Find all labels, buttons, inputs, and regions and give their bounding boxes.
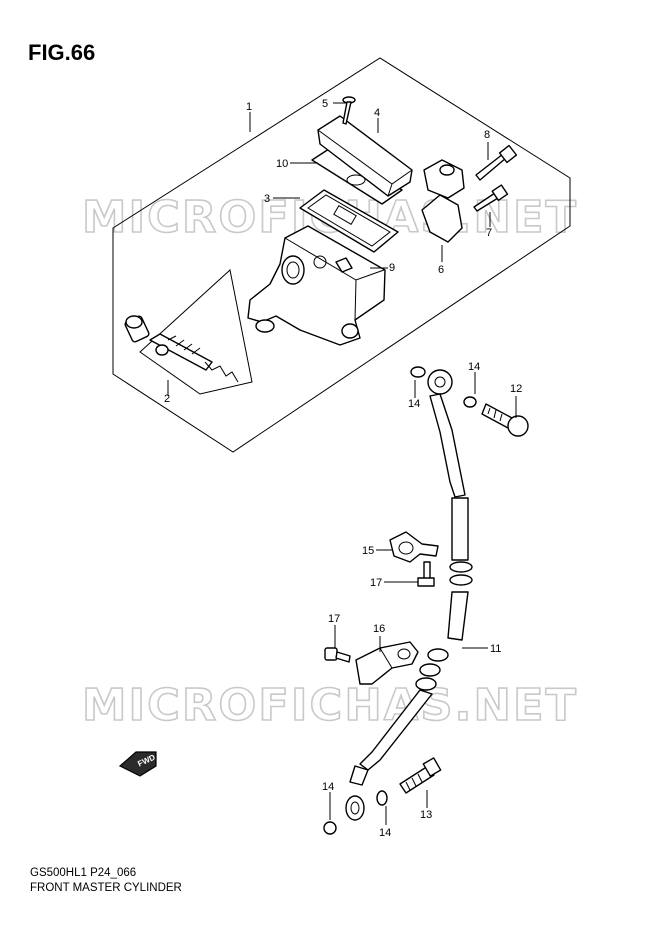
master-cylinder-body xyxy=(247,225,386,346)
reservoir-cap-part-4 xyxy=(317,115,413,197)
bolt-part-13 xyxy=(399,757,442,794)
screw-part-9 xyxy=(335,257,353,273)
callout-14-d: 14 xyxy=(379,827,391,839)
callout-17-a: 17 xyxy=(370,577,382,589)
callout-7: 7 xyxy=(486,227,492,239)
washer-part-14-b xyxy=(323,821,337,835)
fwd-direction-badge: FWD xyxy=(118,751,157,777)
diaphragm-plate-part-3 xyxy=(299,189,399,253)
callout-10: 10 xyxy=(276,158,288,170)
callout-15: 15 xyxy=(362,545,374,557)
callout-12: 12 xyxy=(510,383,522,395)
watermark-bottom: MICROFICHAS.NET xyxy=(82,680,578,731)
callout-9: 9 xyxy=(389,262,395,274)
callout-1: 1 xyxy=(246,101,252,113)
callout-labels: 1 2 3 4 5 6 7 8 9 10 11 12 13 14 14 14 1… xyxy=(164,98,522,839)
screw-part-5 xyxy=(342,96,356,125)
callout-6: 6 xyxy=(438,264,444,276)
bolt-part-17-b xyxy=(324,647,351,663)
leader-lines xyxy=(167,102,517,825)
callout-17-b: 17 xyxy=(328,613,340,625)
callout-5: 5 xyxy=(322,98,328,110)
assembly-outline xyxy=(112,57,571,453)
figure-name: FRONT MASTER CYLINDER xyxy=(30,882,182,894)
bolt-part-12 xyxy=(481,403,529,437)
callout-14-a: 14 xyxy=(408,398,420,410)
washer-part-14-a xyxy=(463,396,477,408)
washer-part-14-c xyxy=(376,790,388,806)
callout-14-b: 14 xyxy=(468,361,480,373)
brake-hose-part-11 xyxy=(345,366,473,821)
bolt-part-7 xyxy=(473,184,509,212)
bolt-part-8 xyxy=(475,144,518,181)
clamp-part-15 xyxy=(389,531,439,563)
callout-8: 8 xyxy=(484,129,490,141)
callout-4: 4 xyxy=(374,107,380,119)
piston-set-part-2 xyxy=(124,269,253,395)
callout-16: 16 xyxy=(373,623,385,635)
bracket-part-16 xyxy=(355,641,419,685)
figure-code: GS500HL1 P24_066 xyxy=(30,867,137,879)
figure-title: FIG.66 xyxy=(28,40,96,65)
figure-caption: GS500HL1 P24_066 FRONT MASTER CYLINDER xyxy=(30,866,182,896)
callout-13: 13 xyxy=(420,809,432,821)
callout-2: 2 xyxy=(164,393,170,405)
callout-3: 3 xyxy=(264,193,270,205)
bolt-part-17-a xyxy=(417,561,435,587)
holder-part-6 xyxy=(421,159,465,243)
callout-11: 11 xyxy=(490,643,501,655)
callout-14-c: 14 xyxy=(322,781,334,793)
